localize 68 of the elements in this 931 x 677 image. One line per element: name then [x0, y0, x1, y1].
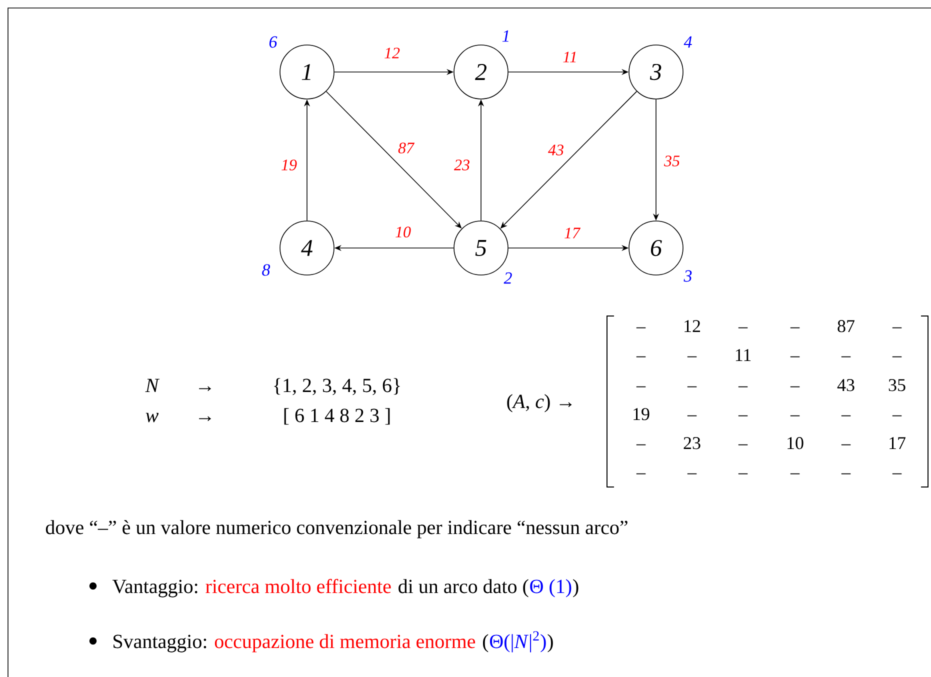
edge-label: 43: [547, 144, 565, 156]
matrix-cell: 23: [684, 437, 700, 450]
node-weight: 3: [684, 270, 692, 282]
matrix-cell: –: [892, 415, 902, 416]
body-text: ): [548, 634, 553, 652]
body-text: (: [482, 634, 488, 652]
matrix-cell: –: [687, 473, 697, 474]
matrix-cell: –: [892, 327, 902, 328]
matrix-cell: –: [841, 444, 851, 446]
matrix-cell: 35: [888, 379, 906, 392]
matrix-cell: –: [636, 356, 646, 358]
matrix-cell: 87: [838, 320, 854, 332]
edge-label: 19: [280, 158, 298, 172]
edge-label: 10: [394, 226, 412, 238]
matrix-cell: –: [738, 473, 748, 474]
edge-label: 23: [453, 158, 471, 172]
set-expression: {1, 2, 3, 4, 5, 6}: [274, 378, 400, 396]
arrow-symbol: →: [199, 416, 211, 422]
matrix-cell: –: [636, 473, 646, 474]
node-weight: 1: [502, 30, 508, 42]
matrix-cell: –: [738, 415, 748, 416]
matrix-label: (A, c) →: [507, 394, 572, 412]
complexity-formula: Θ (1): [530, 579, 572, 598]
edge-label: 12: [383, 46, 401, 60]
matrix-cell: –: [687, 356, 697, 358]
matrix-cell: –: [636, 386, 646, 388]
matrix-cell: 19: [634, 408, 650, 420]
matrix-cell: –: [841, 356, 851, 358]
edge-label: 87: [397, 142, 415, 154]
matrix-cell: –: [892, 356, 902, 358]
matrix-cell: –: [790, 327, 800, 328]
node-weight: 6: [269, 36, 278, 48]
body-text: dove “–” è un valore numerico convenzionale per indicare “nessun arco”: [46, 520, 628, 538]
highlighted-text: ricerca molto efficiente: [206, 578, 391, 594]
matrix-cell: –: [636, 327, 646, 328]
arrow-symbol: →: [199, 386, 211, 392]
matrix-cell: 10: [788, 437, 804, 450]
body-text: di un arco dato (: [398, 579, 528, 598]
node-weight: 4: [684, 36, 692, 48]
matrix-cell: –: [687, 386, 697, 388]
matrix-cell: –: [790, 386, 800, 388]
matrix-cell: –: [790, 356, 800, 358]
matrix-cell: –: [892, 473, 902, 474]
complexity-formula: Θ(|N|$^{2}$): [490, 631, 546, 652]
edge-label: 11: [562, 50, 578, 64]
matrix-cell: 11: [736, 349, 751, 361]
set-symbol: w: [146, 412, 159, 422]
matrix-cell: 17: [890, 437, 906, 449]
list-item-label: Svantaggio:: [114, 634, 206, 652]
matrix-cell: –: [841, 415, 851, 416]
matrix-cell: –: [636, 444, 646, 446]
matrix-cell: –: [738, 444, 748, 446]
matrix-cell: –: [841, 473, 851, 474]
edge-label: 35: [663, 154, 681, 168]
edge-label: 17: [563, 226, 581, 240]
body-text: ): [573, 579, 578, 598]
set-symbol: N: [145, 378, 160, 392]
matrix-cell: –: [687, 415, 697, 416]
matrix-cell: –: [738, 386, 748, 388]
list-item-label: Vantaggio:: [112, 580, 198, 598]
matrix-cell: –: [738, 327, 748, 328]
matrix-cell: 12: [684, 320, 700, 332]
matrix-cell: 43: [837, 379, 854, 392]
matrix-cell: –: [790, 473, 800, 474]
matrix-cell: –: [790, 415, 800, 416]
highlighted-text: occupazione di memoria enorme: [214, 634, 476, 652]
weight-vector: [ 6 1 4 8 2 3 ]: [284, 408, 390, 425]
node-weight: 8: [262, 264, 270, 276]
